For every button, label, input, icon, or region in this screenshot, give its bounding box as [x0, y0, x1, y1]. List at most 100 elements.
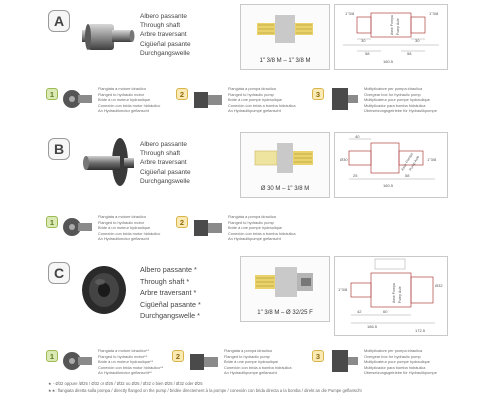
product-name-de: Durchgangswelle: [140, 49, 190, 57]
dim-diameter: Ø30: [340, 157, 348, 162]
option-text: Flangiata a pompa idraulica: [228, 214, 276, 219]
gearbox-icon: [332, 350, 358, 372]
option-text: Moltiplicatore per pompa idraulica: [364, 86, 423, 91]
product-name-fr: Arbre traversant *: [140, 288, 197, 297]
mounting-options: 1 Flangiata a motore idraulico Flanged t…: [46, 212, 466, 248]
option-text: Bride à un moteur hydraulique**: [98, 359, 154, 365]
product-name-fr: Arbre traversant: [140, 159, 187, 167]
option-text: Übersetzungsgetriebe für Hydraulikpumpe: [364, 108, 437, 114]
dim-shaft-left: 1"3/8: [338, 287, 348, 292]
option-text: Bride à une pompe hydraulique: [224, 359, 279, 365]
shaft-ends-illustration: [257, 15, 313, 43]
product-name-it: Albero passante *: [140, 265, 197, 274]
option-text: Multiplicateur pour pompe hydraulique: [364, 359, 430, 365]
shaft-ends-spec: 1" 3/8 M – Ø 32/25 F: [257, 310, 313, 316]
hydraulic-pump-icon: [194, 220, 222, 236]
axis-label: Pump Axle: [396, 18, 400, 35]
option-text: Conexión con brida a bomba hidráulica: [228, 102, 296, 108]
option-text: Flanged to hydraulic motor: [98, 219, 145, 225]
section-letter-badge: C: [48, 262, 70, 284]
option-text: Multiplicateur pour pompe hydraulique: [364, 97, 430, 103]
option-text: Flangiata a pompa idraulica: [228, 86, 276, 91]
option-number-badge: 1: [46, 88, 58, 100]
option-text: An Hydraulikmotor geflanscht: [98, 236, 149, 242]
option-text: An Hydraulikpumpe geflanscht: [228, 108, 281, 114]
product-name-list: Albero passante * Through shaft * Arbre …: [140, 264, 201, 322]
mounting-options: 1 Flangiata a motore idraulico Flanged t…: [46, 84, 466, 120]
footnote-double-star: ★★: flangiata diretta sulla pompa / dire…: [48, 387, 362, 393]
shaft-ends-spec: 1" 3/8 M – 1" 3/8 M: [259, 58, 311, 64]
option-text: Flanged to hydraulic pump: [228, 91, 274, 97]
section-b: B Albero passante Through shaft Arbre tr…: [0, 128, 500, 252]
section-letter-badge: A: [48, 10, 70, 32]
shaft-ends-panel: 1" 3/8 M – 1" 3/8 M: [240, 4, 330, 70]
shaft-ends-panel: Ø 30 M – 1" 3/8 M: [240, 132, 330, 198]
option-number-badge: 3: [312, 350, 324, 362]
option-text: Übersetzungsgetriebe für Hydraulikpumpe: [364, 370, 437, 376]
option-text: Conexión con brida motor hidráulico**: [98, 364, 164, 370]
hydraulic-pump-icon: [190, 354, 218, 370]
option-number-badge: 2: [172, 350, 184, 362]
option-number-badge: 1: [46, 350, 58, 362]
dim-length: 58: [407, 51, 412, 56]
product-name-it: Albero passante: [140, 141, 187, 148]
option-text: Flanged to hydraulic pump: [224, 353, 270, 359]
option-text: An Hydraulikmotor geflanscht: [98, 108, 149, 114]
dimension-drawing: 42 60 186.5 172.5 Ø32 1"3/8 Asse Pompa P…: [338, 258, 443, 333]
dimension-drawing: 40 25 58 160.5 Ø30 1"3/8 Asse Pompa Pump…: [340, 134, 437, 188]
option-text: Conexión con brida motor hidráulico: [98, 230, 161, 236]
hydraulic-motor-icon: [63, 90, 92, 108]
option-text: Flanged to hydraulic pump: [228, 219, 274, 225]
dim-shaft-right: 1"3/8: [429, 11, 439, 16]
axis-label: Pump Axle: [408, 155, 420, 172]
through-shaft-photo: [82, 266, 126, 314]
product-name-list: Albero passante Through shaft Arbre trav…: [140, 140, 191, 186]
dim-diameter: Ø32: [435, 283, 443, 288]
technical-drawing-c: 42 60 186.5 172.5 Ø32 1"3/8 Asse Pompa P…: [334, 256, 448, 336]
option-text: Moltiplicatore per pompa idraulica: [364, 348, 423, 353]
product-name-es: Cigüeñal pasante *: [140, 299, 201, 309]
option-text: Conexión con brida a bomba hidráulica: [228, 230, 296, 236]
gearbox-icon: [332, 88, 358, 110]
axis-label: Pump Axle: [398, 286, 402, 303]
product-name-fr: Arbre traversant: [140, 31, 187, 39]
option-text: Flangiata a motore idraulico: [98, 214, 147, 219]
product-name-it: Albero passante: [140, 13, 187, 20]
footnotes: ★ - Ø32 oppure /Ø25 / Ø32 or Ø25 / Ø32 o…: [48, 381, 362, 394]
option-text: Flangiata a motore idraulico**: [98, 348, 150, 353]
option-number-badge: 2: [176, 88, 188, 100]
dim-length: 60: [383, 309, 388, 314]
shaft-ends-spec: Ø 30 M – 1" 3/8 M: [260, 186, 310, 192]
hydraulic-motor-icon: [63, 352, 92, 370]
hydraulic-motor-icon: [63, 218, 92, 236]
option-text: An Hydraulikpumpe geflanscht: [224, 370, 277, 376]
technical-drawing-a: 1"3/8 30 30 58 58 160.5 1"3/8 Asse Pompa…: [334, 4, 448, 70]
option-text: Multiplicador para bomba hidráulica: [364, 364, 426, 370]
option-text: Flangiata a pompa idraulica: [224, 348, 272, 353]
option-text: Bride à un moteur hydraulique: [98, 225, 151, 231]
option-text: Flanged to hydraulic motor: [98, 91, 145, 97]
section-letter-badge: B: [48, 138, 70, 160]
product-name-en: Through shaft: [140, 150, 181, 158]
shaft-ends-illustration: [254, 143, 313, 173]
dim-total-length: 172.5: [415, 328, 426, 333]
product-name-en: Through shaft *: [140, 276, 190, 286]
dim-shaft-left: 1"3/8: [345, 11, 355, 16]
option-text: Bride à une pompe hydraulique: [228, 97, 283, 103]
dimension-drawing: 1"3/8 30 30 58 58 160.5 1"3/8 Asse Pompa…: [343, 11, 439, 64]
through-shaft-photo: [83, 138, 134, 186]
option-text: Bride à un moteur hydraulique: [98, 97, 151, 103]
mounting-options: 1 Flangiata a motore idraulico** Flanged…: [46, 346, 466, 382]
dim-length: 30: [361, 38, 366, 43]
option-text: Overgear box for hydraulic pump: [364, 353, 421, 359]
product-name-de: Durchgangswelle: [140, 177, 190, 185]
dim-length: 42: [357, 309, 362, 314]
section-c: C Albero passante * Through shaft * Arbr…: [0, 252, 500, 376]
option-text: Overgear box for hydraulic pump: [364, 91, 421, 97]
product-name-es: Cigüeñal pasante: [140, 40, 191, 48]
option-text: Multiplicador para bomba hidráulica: [364, 102, 426, 108]
hydraulic-pump-icon: [194, 92, 222, 108]
product-name-de: Durchgangswelle *: [140, 311, 200, 320]
product-name-list: Albero passante Through shaft Arbre trav…: [140, 12, 191, 58]
option-text: Flanged to hydraulic motor**: [98, 353, 148, 359]
